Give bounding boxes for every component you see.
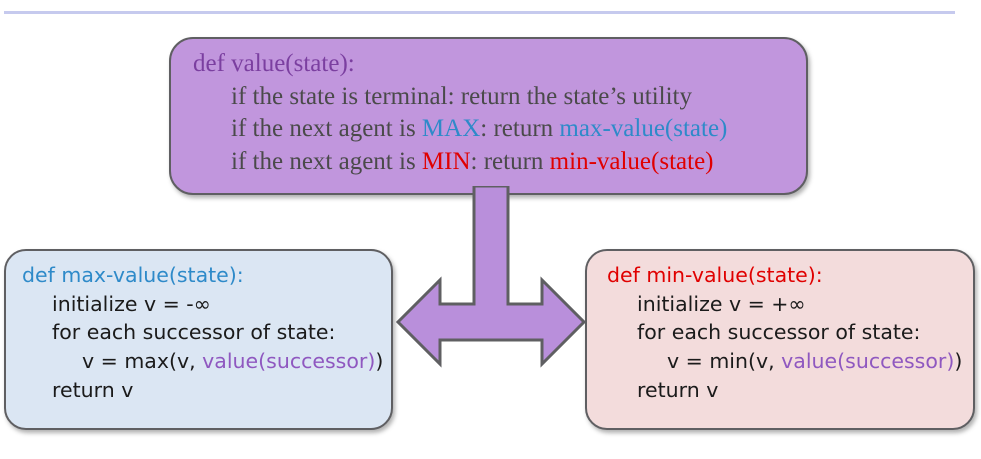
bidirectional-arrow-icon	[395, 184, 587, 368]
code-line: if the next agent is MIN: return min-val…	[193, 146, 727, 179]
top-divider-rule	[4, 11, 955, 14]
code-line: initialize v = +∞	[607, 290, 962, 319]
code-line-content: v = max(v, value(successor))	[22, 347, 383, 376]
code-line-content: initialize v = -∞	[22, 290, 211, 319]
code-token: : return	[470, 147, 550, 175]
code-token: : return	[480, 115, 560, 142]
code-token: for each successor of state:	[637, 320, 921, 345]
code-token: return v	[637, 377, 719, 402]
code-token: )	[375, 349, 384, 374]
code-token: max-value(state)	[559, 115, 728, 142]
code-line-content: v = min(v, value(successor))	[607, 347, 962, 376]
code-line-content: if the next agent is MIN: return min-val…	[193, 146, 714, 179]
code-token: MIN	[421, 147, 471, 175]
code-line: def max-value(state):	[22, 261, 383, 290]
code-token: def max-value(state):	[22, 263, 244, 287]
max-value-function-box[interactable]: def max-value(state): initialize v = -∞ fo…	[4, 249, 393, 430]
code-token: if the state is terminal: return the sta…	[231, 82, 692, 110]
code-token: def min-value(state):	[607, 263, 823, 287]
bidirectional-arrow	[395, 184, 587, 382]
code-line: v = max(v, value(successor))	[22, 347, 383, 376]
code-line-content: def min-value(state):	[607, 263, 823, 287]
code-line: if the state is terminal: return the sta…	[193, 81, 727, 114]
code-line: v = min(v, value(successor))	[607, 347, 962, 376]
code-line-content: def max-value(state):	[22, 263, 244, 287]
code-line-content: def value(state):	[193, 50, 355, 77]
code-line: def value(state):	[193, 48, 727, 81]
code-line: return v	[607, 376, 962, 405]
code-token: return v	[52, 377, 134, 402]
code-line: for each successor of state:	[22, 318, 383, 347]
code-line: initialize v = -∞	[22, 290, 383, 319]
code-token: for each successor of state:	[52, 320, 336, 345]
code-line-content: return v	[22, 376, 133, 405]
code-line: for each successor of state:	[607, 318, 962, 347]
code-token: v = max(v,	[82, 349, 203, 374]
code-line-content: initialize v = +∞	[607, 290, 806, 319]
max-value-function-code: def max-value(state): initialize v = -∞ fo…	[22, 261, 383, 404]
code-line-content: for each successor of state:	[22, 318, 335, 347]
min-value-function-box[interactable]: def min-value(state): initialize v = +∞ fo…	[585, 249, 975, 430]
code-line-content: return v	[607, 376, 718, 405]
code-token: initialize v = -∞	[52, 291, 211, 316]
code-token: if the next agent is	[231, 147, 422, 175]
min-value-function-code: def min-value(state): initialize v = +∞ fo…	[607, 261, 962, 404]
code-line: if the next agent is MAX: return max-val…	[193, 113, 727, 146]
code-token: v = min(v,	[667, 349, 782, 374]
code-token: min-value(state)	[549, 147, 714, 175]
code-token: initialize v = +∞	[637, 291, 806, 316]
code-token: )	[954, 349, 963, 374]
code-token: value(successor)	[202, 349, 376, 374]
code-line: return v	[22, 376, 383, 405]
code-token: if the next agent is	[231, 115, 422, 142]
code-line-content: if the state is terminal: return the sta…	[193, 81, 692, 114]
code-line-content: if the next agent is MAX: return max-val…	[193, 113, 727, 146]
value-function-code: def value(state): if the state is termina…	[193, 48, 727, 178]
code-line-content: for each successor of state:	[607, 318, 920, 347]
code-line: def min-value(state):	[607, 261, 962, 290]
code-token: MAX	[421, 115, 481, 142]
code-token: def value(state):	[193, 50, 355, 77]
code-token: value(successor)	[781, 349, 955, 374]
value-function-box[interactable]: def value(state): if the state is termina…	[169, 37, 808, 195]
